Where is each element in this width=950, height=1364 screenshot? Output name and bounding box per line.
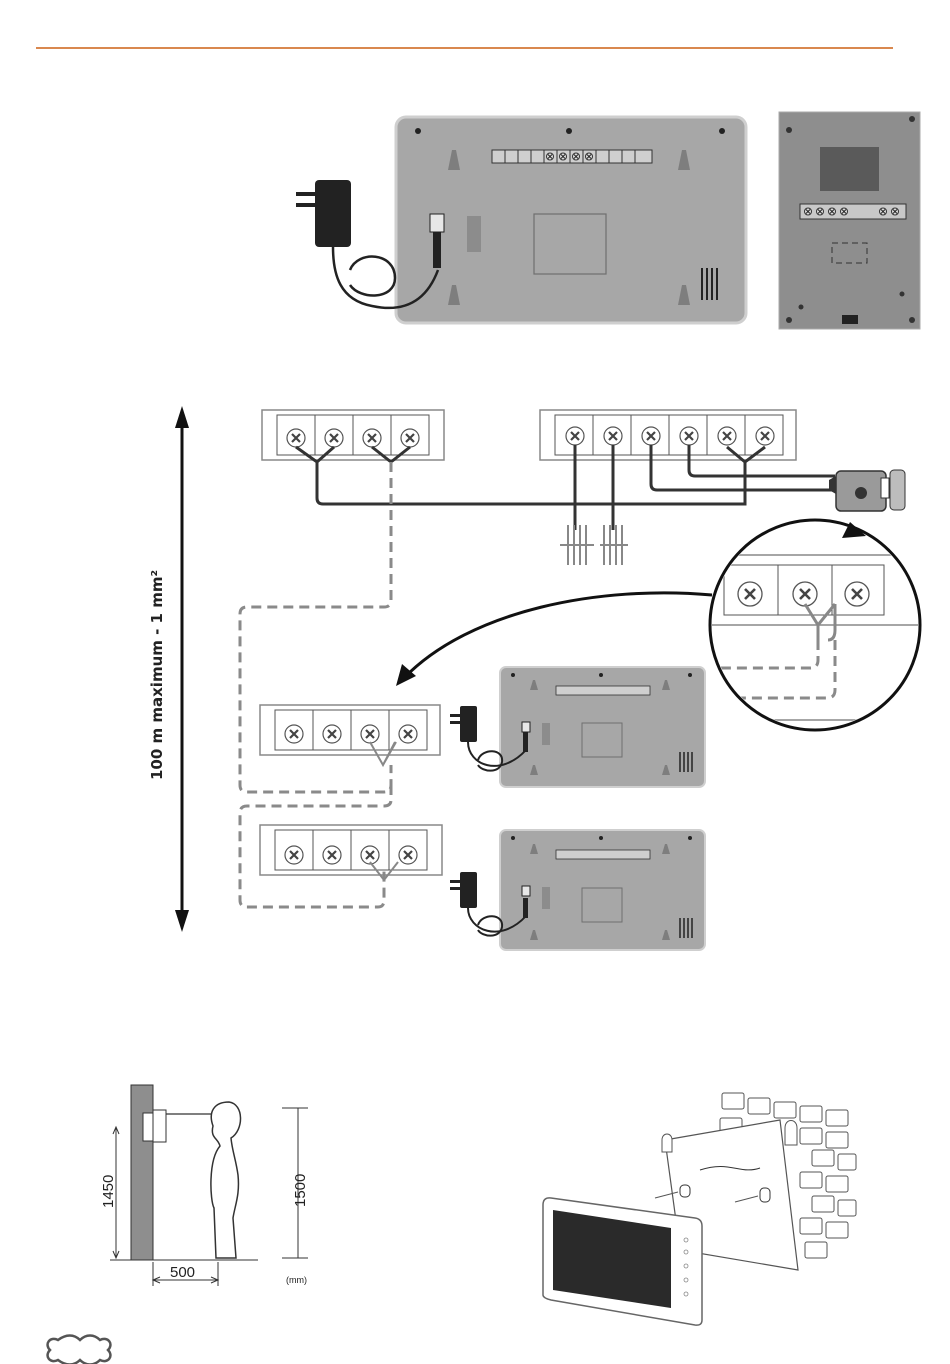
distance-value: 500 <box>170 1264 195 1281</box>
person-silhouette-icon <box>211 1102 241 1258</box>
mounting-height-diagram: 1450 1500 500 (mm) <box>100 1085 309 1286</box>
monitor-terminal-block-3 <box>260 825 442 880</box>
monitor-back-panel-3 <box>500 830 705 950</box>
eye-height-value: 1500 <box>292 1174 309 1207</box>
zoom-arrow <box>404 593 712 678</box>
cable-spec-label: 100 m maximum - 1 mm² <box>148 570 166 780</box>
unlock-button-icon <box>560 525 628 565</box>
monitor-terminal-block-1 <box>262 410 444 460</box>
wall-mount-illustration <box>543 1093 856 1325</box>
monitor-terminal-block-2 <box>260 705 440 765</box>
zoom-detail-circle <box>700 520 920 730</box>
unit-label: (mm) <box>286 1275 307 1285</box>
monitor-back-panel <box>396 117 746 323</box>
monitor-back-panel-2 <box>500 667 705 787</box>
bus-wires <box>296 445 835 530</box>
door-height-value: 1450 <box>100 1175 117 1208</box>
door-lock-icon <box>829 470 905 511</box>
monitor-terminal-strip <box>492 150 652 163</box>
door-station-back <box>779 112 920 329</box>
brand-logo-icon <box>48 1336 111 1364</box>
